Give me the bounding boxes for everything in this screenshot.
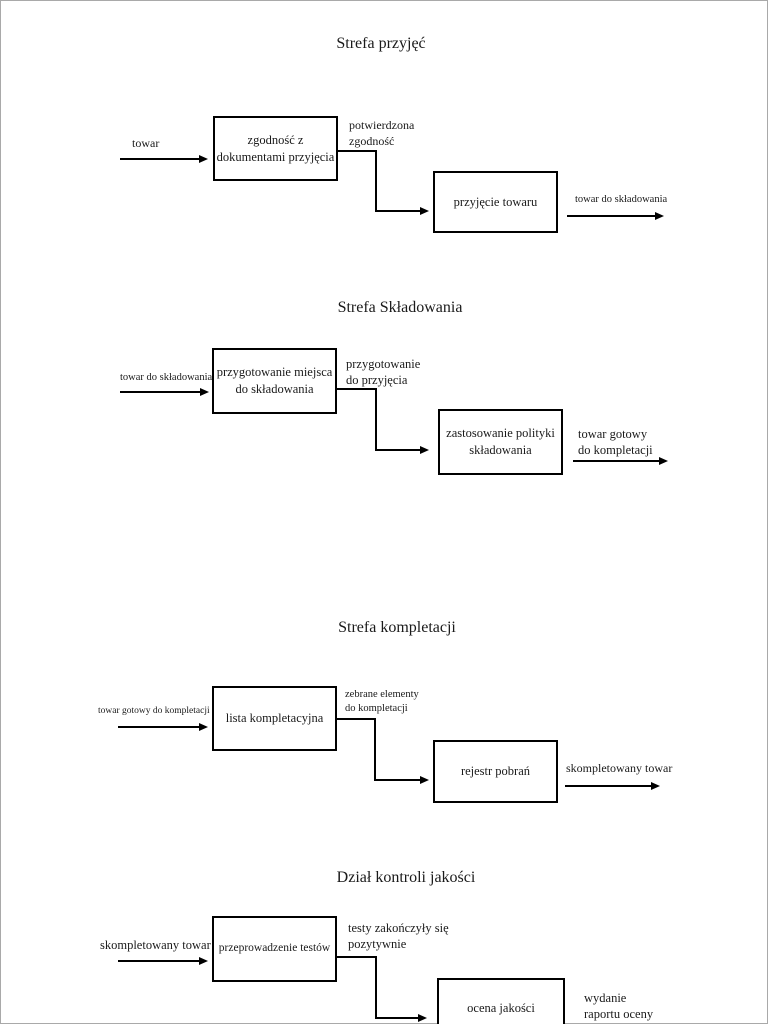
input-flow-label: skompletowany towar <box>100 938 211 952</box>
output-arrow-line <box>573 460 660 462</box>
zone-title: Dział kontroli jakości <box>336 869 476 886</box>
connector-elbow-segment-3 <box>375 210 421 212</box>
process-box-2: zastosowanie polityki składowania <box>438 409 563 475</box>
process-box-1: lista kompletacyjna <box>212 686 337 751</box>
output-arrowhead-icon <box>655 212 664 220</box>
connector-elbow-segment-2 <box>374 718 376 781</box>
connector-elbow-segment-3 <box>375 1017 419 1019</box>
process-box-2: przyjęcie towaru <box>433 171 558 233</box>
output-arrow-line <box>567 215 656 217</box>
process-box-1: przeprowadzenie testów <box>212 916 337 982</box>
connector-elbow-segment-3 <box>374 779 421 781</box>
zone-title: Strefa kompletacji <box>338 619 456 636</box>
connector-flow-label: potwierdzona zgodność <box>349 118 415 148</box>
connector-flow-label: przygotowanie do przyjęcia <box>346 357 421 388</box>
connector-elbow-segment-1 <box>337 718 376 720</box>
process-box-2: rejestr pobrań <box>433 740 558 803</box>
output-flow-label: wydanie raportu oceny <box>584 991 654 1022</box>
connector-elbow-segment-2 <box>375 956 377 1019</box>
process-box-2: ocena jakości <box>437 978 565 1024</box>
zone-title: Strefa Składowania <box>337 299 463 316</box>
input-arrowhead-icon <box>199 155 208 163</box>
input-arrow-line <box>120 391 201 393</box>
connector-arrowhead-icon <box>420 207 429 215</box>
input-arrowhead-icon <box>199 723 208 731</box>
output-arrowhead-icon <box>651 782 660 790</box>
input-arrow-line <box>120 158 200 160</box>
output-arrowhead-icon <box>659 457 668 465</box>
connector-elbow-segment-2 <box>375 388 377 451</box>
connector-arrowhead-icon <box>420 446 429 454</box>
connector-flow-label: testy zakończyły się pozytywnie <box>348 921 449 952</box>
input-flow-label: towar <box>132 136 160 150</box>
input-flow-label: towar do składowania <box>120 372 213 383</box>
connector-elbow-segment-2 <box>375 150 377 212</box>
zone-title: Strefa przyjęć <box>336 35 426 52</box>
output-arrow-line <box>565 785 652 787</box>
input-arrowhead-icon <box>200 388 209 396</box>
output-flow-label: skompletowany towar <box>566 761 673 775</box>
connector-arrowhead-icon <box>418 1014 427 1022</box>
output-flow-label: towar do składowania <box>575 194 668 205</box>
connector-elbow-segment-1 <box>337 388 377 390</box>
connector-elbow-segment-3 <box>375 449 421 451</box>
process-box-1: przygotowanie miejsca do składowania <box>212 348 337 414</box>
connector-arrowhead-icon <box>420 776 429 784</box>
connector-flow-label: zebrane elementy do kompletacji <box>345 689 419 714</box>
input-arrow-line <box>118 960 200 962</box>
input-arrowhead-icon <box>199 957 208 965</box>
connector-elbow-segment-1 <box>338 150 377 152</box>
connector-elbow-segment-1 <box>337 956 377 958</box>
input-flow-label: towar gotowy do kompletacji <box>98 706 210 716</box>
process-box-1: zgodność z dokumentami przyjęcia <box>213 116 338 181</box>
output-flow-label: towar gotowy do kompletacji <box>578 427 653 458</box>
input-arrow-line <box>118 726 200 728</box>
